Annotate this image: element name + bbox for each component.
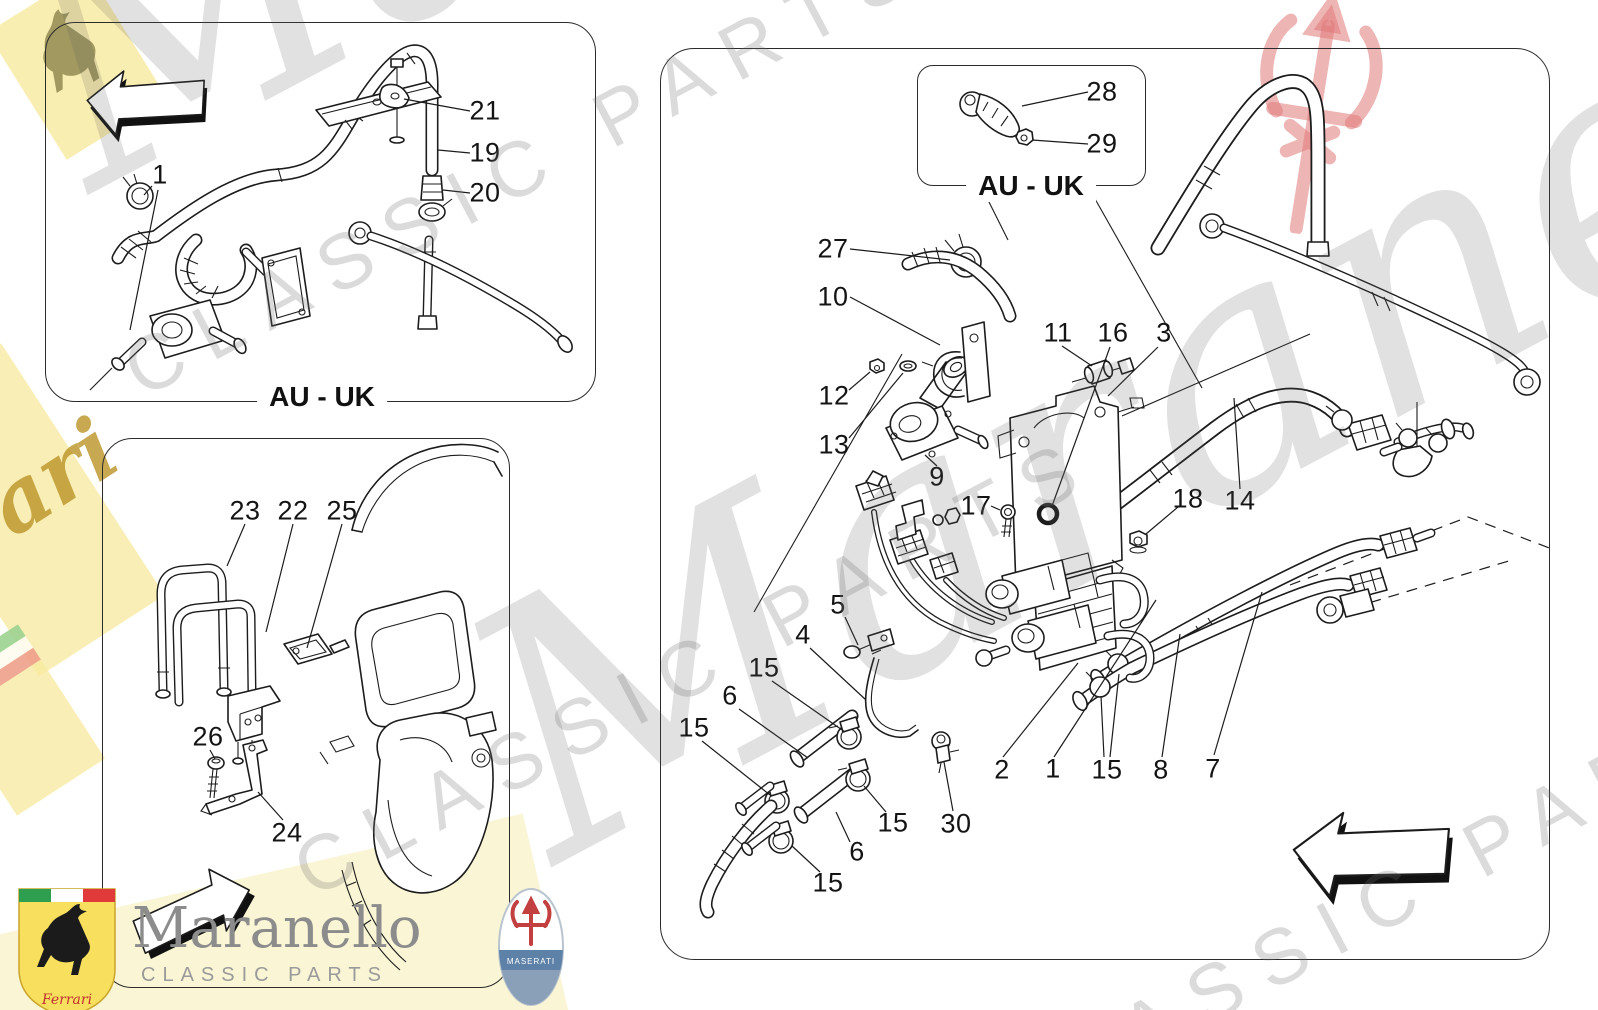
- inset-reference-line: [1089, 189, 1203, 389]
- inset-clamp-28-29-drawing: [959, 91, 1089, 146]
- wiring-harness-drawing: [855, 470, 1007, 644]
- construction-lines: [753, 333, 1311, 613]
- hose-top-hairpin-drawing: [1150, 74, 1330, 257]
- part-number-label: 6: [849, 836, 865, 867]
- part-number-label: 6: [722, 680, 738, 711]
- oring-16-drawing: [1036, 502, 1060, 526]
- maranello-classic-parts-logo[interactable]: Ferrari Maranello CLASSIC PARTS MASERATI: [0, 880, 620, 1010]
- part-number-label: 18: [1172, 483, 1204, 514]
- screw-5-bracket-drawing: [843, 628, 895, 659]
- part-number-label: 19: [469, 137, 501, 168]
- part-number-label: 2: [994, 754, 1010, 785]
- part-number-label: 21: [469, 95, 501, 126]
- part-number-label: 5: [830, 589, 846, 620]
- part-number-label: 11: [1043, 317, 1073, 348]
- direction-arrow-main: [1292, 811, 1453, 906]
- clamp-bolt-21-drawing: [379, 58, 410, 144]
- logo-brand-text: Maranello: [132, 896, 422, 961]
- part-number-label: 12: [818, 380, 850, 411]
- part-number-label: 15: [877, 807, 909, 838]
- part-number-label: 8: [1153, 754, 1169, 785]
- part-number-label: 4: [795, 619, 811, 650]
- mount-plate-drawing: [315, 81, 442, 130]
- dashed-reference-outline: [1289, 516, 1553, 609]
- hoses-6-clamps-15-drawing: [699, 709, 871, 919]
- part-number-label: 15: [748, 652, 780, 683]
- fasteners-12-13-drawing: [869, 358, 917, 374]
- clamp-bracket-10-drawing: [921, 321, 991, 403]
- part-number-label: 17: [960, 490, 992, 521]
- part-number-label: 3: [1156, 317, 1172, 348]
- part-number-label: 20: [469, 177, 501, 208]
- panel2-leader-lines: [209, 523, 343, 821]
- valve-assembly-1-2-drawing: [975, 552, 1155, 683]
- maserati-wordmark: MASERATI: [507, 957, 555, 966]
- bracket-24-drawing: [200, 739, 268, 816]
- part-number-label: 29: [1086, 128, 1118, 159]
- part-number-label: 26: [192, 721, 224, 752]
- screw-26-drawing: [207, 756, 225, 799]
- logo-tagline-text: CLASSIC PARTS: [141, 964, 388, 986]
- maserati-oval-logo-icon: MASERATI: [498, 888, 564, 1006]
- part-number-label: 1: [152, 159, 168, 190]
- panel1-leader-lines: [129, 98, 471, 331]
- zone-label-au-uk-inset: AU - UK: [966, 170, 1096, 202]
- zone-label-au-uk-top-left: AU - UK: [257, 381, 387, 413]
- part-number-label: 15: [812, 867, 844, 898]
- part-number-label: 7: [1205, 753, 1221, 784]
- heater-pipe-drawing: [348, 221, 573, 353]
- ferrari-shield-logo-icon: Ferrari: [18, 888, 116, 1010]
- main-diagram-panel: [660, 48, 1550, 960]
- ferrari-wordmark: Ferrari: [41, 992, 92, 1008]
- pipe-top-diagonal-drawing: [1199, 213, 1541, 396]
- direction-arrow-top-left: [86, 70, 208, 143]
- screw-17-drawing: [1000, 504, 1016, 538]
- part-number-label: 27: [817, 233, 849, 264]
- part-number-label: 30: [940, 808, 972, 839]
- heater-hose-19-drawing: [111, 44, 453, 330]
- part-number-label: 9: [929, 461, 945, 492]
- fitting-assembly-right-drawing: [1379, 402, 1475, 478]
- part-number-label: 23: [229, 495, 261, 526]
- part-number-label: 28: [1086, 76, 1118, 107]
- pipe-22-drawing: [172, 599, 281, 765]
- part-number-label: 16: [1097, 317, 1129, 348]
- nut-18-drawing: [1129, 530, 1148, 554]
- bracket-25-drawing: [283, 633, 350, 665]
- part-number-label: 15: [678, 712, 710, 743]
- panel3-leader-lines: [701, 248, 1263, 873]
- bracket-4-drawing: [864, 649, 919, 738]
- pipe-23-drawing: [155, 563, 232, 699]
- pump-9-drawing: [885, 356, 989, 461]
- part-number-label: 22: [277, 495, 309, 526]
- part-number-label: 24: [271, 817, 303, 848]
- part-number-label: 14: [1224, 485, 1256, 516]
- bolt-11-drawing: [1071, 357, 1135, 385]
- valve-30-drawing: [931, 731, 960, 774]
- part-number-label: 1: [1045, 753, 1061, 784]
- part-number-label: 15: [1091, 754, 1123, 785]
- part-number-label: 13: [818, 429, 850, 460]
- part-number-label: 25: [326, 495, 358, 526]
- part-number-label: 10: [817, 281, 849, 312]
